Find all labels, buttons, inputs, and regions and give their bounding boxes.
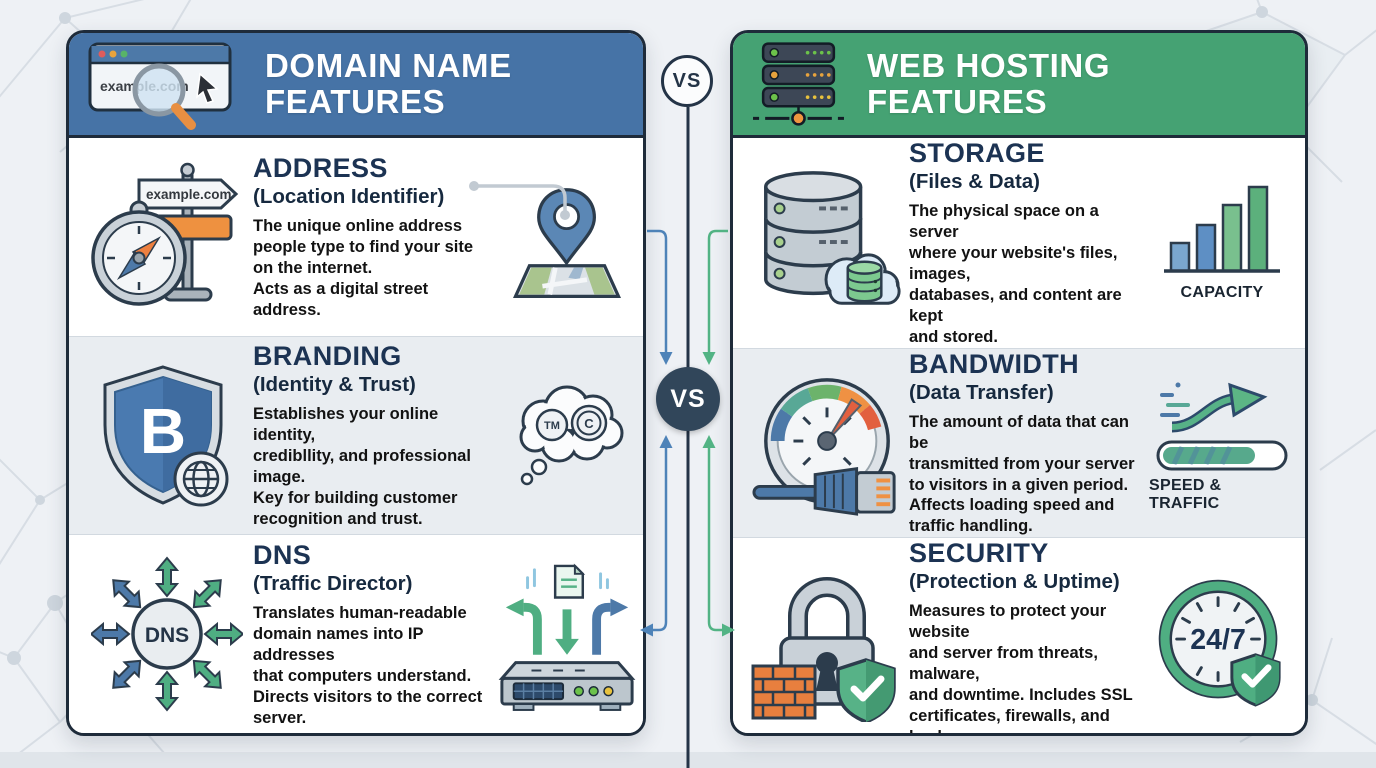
capacity-bars-icon (1164, 186, 1280, 274)
browser-search-icon: example.com (88, 42, 232, 130)
security-subheading: (Protection & Uptime) (909, 570, 1120, 594)
speed-traffic-wrap: SPEED & TRAFFIC (1149, 373, 1295, 513)
bandwidth-text-block: BANDWIDTH (Data Transfer) The amount of … (909, 349, 1149, 538)
row-storage: STORAGE (Files & Data) The physical spac… (733, 138, 1305, 348)
vs-badge-top: VS (661, 55, 713, 107)
speed-arrow-icon (1160, 382, 1268, 433)
row-dns: DNS DNS (Traffic Director) Translates hu… (69, 535, 643, 733)
capacity-label: CAPACITY (1180, 284, 1264, 302)
lock-firewall-shield-icon (751, 577, 896, 723)
storage-body: The physical space on a server where you… (909, 202, 1122, 346)
dns-text-block: DNS (Traffic Director) Translates human-… (253, 540, 501, 729)
security-icon-wrap (745, 564, 909, 723)
storage-subheading: (Files & Data) (909, 170, 1040, 193)
storage-heading: STORAGE (909, 138, 1045, 168)
storage-text-block: STORAGE (Files & Data) The physical spac… (909, 138, 1149, 348)
row-security: SECURITY (Protection & Uptime) Measures … (733, 538, 1305, 733)
speed-traffic-label: SPEED & TRAFFIC (1149, 477, 1222, 513)
address-connector-line (469, 181, 570, 220)
hosting-card-header: WEB HOSTING FEATURES (733, 33, 1305, 138)
signpost-text: example.com (146, 187, 232, 202)
dns-subheading: (Traffic Director) (253, 571, 413, 595)
domain-card-header: example.com DOMAIN NAME FEATURES (69, 33, 643, 138)
address-body: The unique online address people type to… (253, 216, 474, 319)
address-map-wrap (501, 173, 633, 301)
address-heading: ADDRESS (253, 152, 388, 183)
shield-b-icon: B (103, 364, 229, 506)
vs-badge-middle: VS (656, 367, 720, 431)
branding-body: Establishes your online identity, credib… (253, 405, 471, 528)
branding-bubble-wrap: TM C (501, 379, 633, 493)
clock-247-icon: 24/7 (1158, 579, 1281, 707)
speed-progress-bar (1156, 440, 1288, 471)
row-branding: B BRANDING (Identity & Trust) Establishe… (69, 335, 643, 536)
address-subheading: (Location Identifier) (253, 184, 445, 208)
branding-text-block: BRANDING (Identity & Trust) Establishes … (253, 341, 501, 530)
branding-heading: BRANDING (253, 341, 402, 372)
uptime-wrap: 24/7 (1149, 578, 1295, 708)
dns-radial-arrows-icon: DNS (91, 556, 243, 712)
uptime-247-text: 24/7 (1190, 624, 1246, 656)
dns-circle-text: DNS (145, 624, 189, 647)
address-icon-wrap: example.com (81, 158, 253, 316)
web-hosting-card: WEB HOSTING FEATURES (730, 30, 1308, 736)
bandwidth-subheading: (Data Transfer) (909, 380, 1054, 404)
bandwidth-body: The amount of data that can be transmitt… (909, 412, 1135, 536)
bandwidth-heading: BANDWIDTH (909, 348, 1080, 379)
copyright-text: C (584, 416, 594, 431)
dns-heading: DNS (253, 539, 312, 570)
database-stack-cloud-icon (764, 170, 901, 305)
dns-body: Translates human-readable domain names i… (253, 603, 483, 727)
map-pin-icon (513, 187, 621, 298)
address-text-block: ADDRESS (Location Identifier) The unique… (253, 153, 501, 321)
row-address: example.com ADDRESS (Location Identifier… (69, 138, 643, 336)
branding-subheading: (Identity & Trust) (253, 373, 416, 397)
compass-signpost-icon: example.com (91, 162, 239, 306)
row-bandwidth: BANDWIDTH (Data Transfer) The amount of … (733, 347, 1305, 539)
hosting-card-title: WEB HOSTING FEATURES (867, 46, 1111, 120)
speedometer-cable-icon (752, 378, 896, 516)
thought-bubble-trademark-icon: TM C (519, 385, 624, 485)
trademark-text: TM (544, 420, 560, 432)
bandwidth-icon-wrap (745, 369, 909, 517)
dns-icon-wrap: DNS (81, 555, 253, 713)
storage-icon-wrap (745, 163, 909, 323)
server-stack-icon (753, 42, 844, 126)
security-text-block: SECURITY (Protection & Uptime) Measures … (909, 538, 1149, 733)
domain-name-card: example.com DOMAIN NAME FEATURES example… (66, 30, 646, 736)
security-heading: SECURITY (909, 538, 1049, 569)
footer-band (0, 752, 1376, 768)
domain-card-title: DOMAIN NAME FEATURES (265, 46, 512, 120)
router-arrows-icon (498, 563, 636, 712)
capacity-wrap: CAPACITY (1149, 183, 1295, 302)
branding-icon-wrap: B (81, 361, 253, 511)
shield-letter: B (140, 395, 186, 467)
security-body: Measures to protect your website and ser… (909, 602, 1133, 733)
dns-router-wrap (498, 556, 636, 712)
